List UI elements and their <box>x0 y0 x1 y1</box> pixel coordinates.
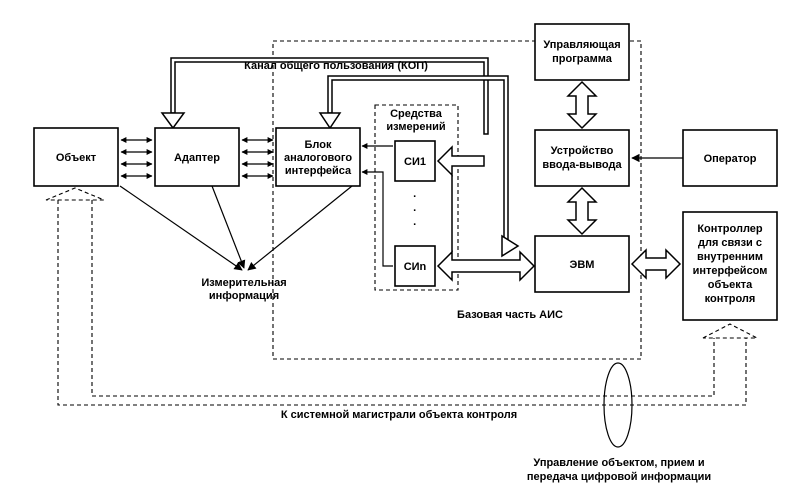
bus-kop-arrow <box>160 57 520 258</box>
analog-interface-label-3: интерфейса <box>285 165 352 177</box>
bundle-ellipse <box>603 362 633 448</box>
io-computer-hollow-arrow <box>566 186 598 236</box>
measurement-means-region <box>374 104 459 291</box>
controller-block <box>682 211 778 321</box>
controller-label-2: для связи с <box>698 237 762 249</box>
ellipsis-dot-2: · <box>413 205 417 217</box>
measurement-info-label-1: Измерительная <box>201 277 286 289</box>
object-label: Объект <box>56 152 97 164</box>
computer-block <box>534 235 630 293</box>
adapter-block <box>154 127 240 187</box>
io-device-label-2: ввода-вывода <box>542 159 622 171</box>
object-block <box>33 127 119 187</box>
base-part-label: Базовая часть АИС <box>457 309 563 321</box>
measurement-means-label-2: измерений <box>386 121 445 133</box>
control-note-label-2: передача цифровой информации <box>527 471 711 483</box>
si1-label: СИ1 <box>404 156 426 168</box>
sin-label: СИn <box>404 261 427 273</box>
analog-interface-label-2: аналогового <box>284 152 352 164</box>
object-adapter-links <box>120 137 153 179</box>
si-interface-links <box>361 143 393 267</box>
base-part-region <box>272 40 642 360</box>
control-program-label-1: Управляющая <box>543 39 620 51</box>
system-bus-dashed-arrow <box>45 187 758 406</box>
operator-label: Оператор <box>704 153 757 165</box>
io-device-block <box>534 129 630 187</box>
control-program-block <box>534 23 630 81</box>
controller-label-6: контроля <box>705 293 756 305</box>
si1-block <box>394 140 436 182</box>
measurement-info-arrows <box>119 185 353 271</box>
measurement-info-label-2: информация <box>209 290 279 302</box>
control-program-label-2: программа <box>552 53 613 65</box>
controller-label-1: Контроллер <box>697 223 763 235</box>
adapter-label: Адаптер <box>174 152 220 164</box>
analog-interface-label-1: Блок <box>305 139 332 151</box>
controller-label-5: объекта <box>708 279 753 291</box>
controller-label-3: внутренним <box>697 251 763 263</box>
computer-label: ЭВМ <box>570 259 595 271</box>
ellipsis-dot-3: · <box>413 219 417 231</box>
system-bus-label: К системной магистрали объекта контроля <box>281 409 517 421</box>
sin-block <box>394 245 436 287</box>
controller-label-4: интерфейсом <box>693 265 768 277</box>
measurement-means-label-1: Средства <box>390 108 443 120</box>
operator-block <box>682 129 778 187</box>
io-device-label-1: Устройство <box>551 145 614 157</box>
analog-interface-block <box>275 127 361 187</box>
program-io-hollow-arrow <box>566 80 598 130</box>
control-note-label-1: Управление объектом, прием и <box>533 457 704 469</box>
adapter-interface-links <box>241 137 274 179</box>
bus-label: Канал общего пользования (КОП) <box>244 60 428 72</box>
computer-controller-hollow-arrow <box>630 248 682 280</box>
ellipsis-dot-1: · <box>413 191 417 203</box>
si-bus-hollow-arrows <box>436 145 536 282</box>
